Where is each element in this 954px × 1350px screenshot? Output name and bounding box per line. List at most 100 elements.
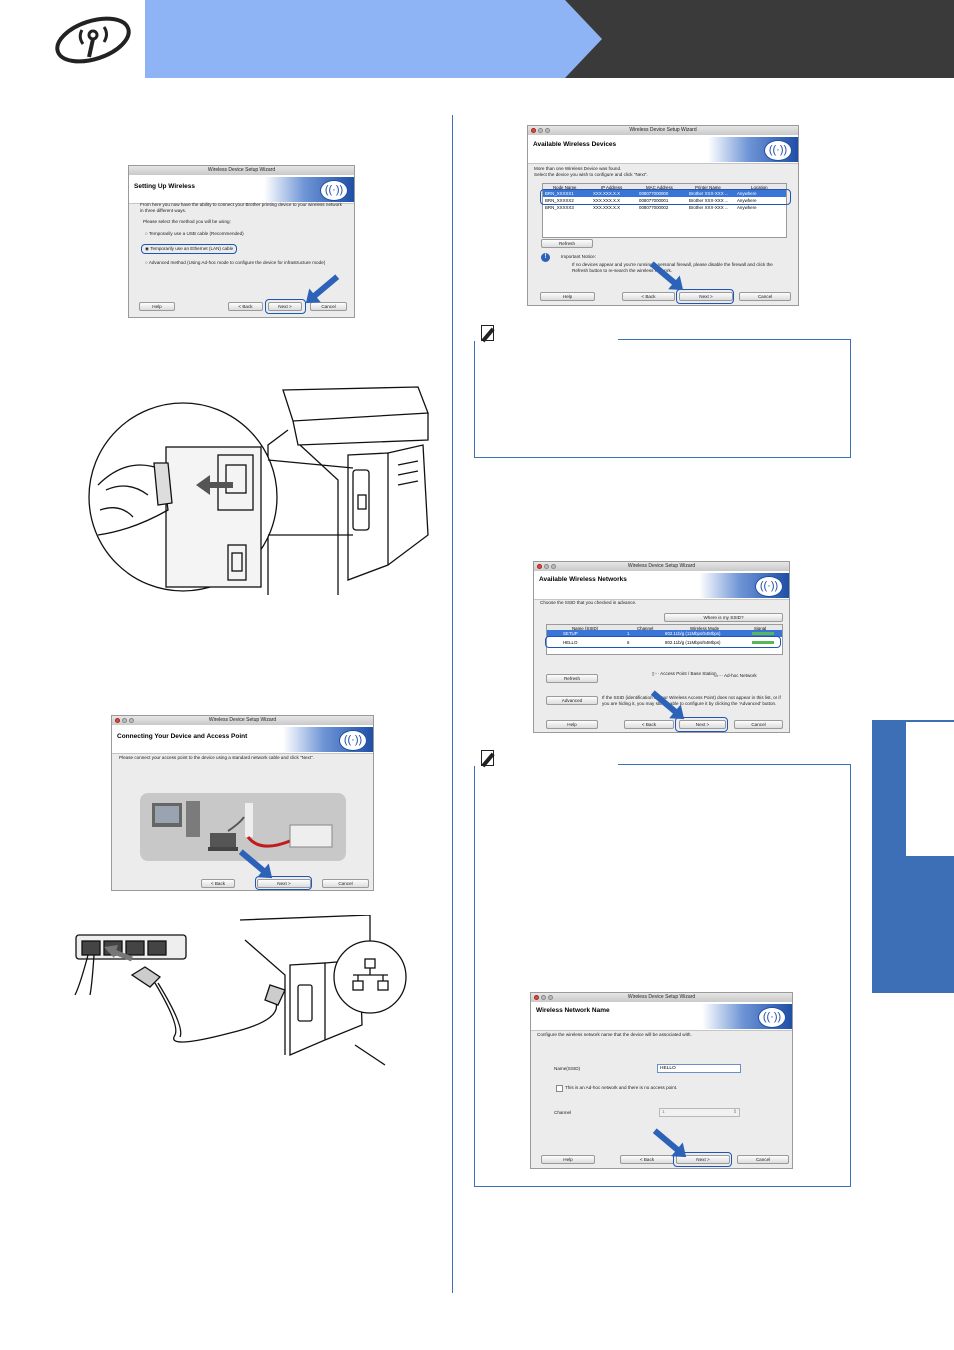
ssid-label: Name(SSID) bbox=[554, 1066, 581, 1071]
brother-wireless-logo: ((·)) bbox=[708, 137, 798, 162]
dialog-header: Connecting Your Device and Access Point … bbox=[112, 725, 373, 754]
note-box bbox=[474, 764, 851, 1187]
radio-usb[interactable]: ○ Temporarily use a USB cable (Recommend… bbox=[145, 231, 244, 236]
cancel-button[interactable]: Cancel bbox=[739, 292, 791, 301]
window-title: Wireless Device Setup Wizard bbox=[627, 563, 696, 569]
dialog-heading: Wireless Network Name bbox=[536, 1007, 610, 1014]
header-banner bbox=[0, 0, 954, 78]
cell: HELLO bbox=[563, 640, 578, 645]
cell: XXX.XXX.X.X bbox=[593, 198, 621, 203]
window-controls[interactable] bbox=[115, 718, 136, 725]
back-button[interactable]: < Back bbox=[201, 879, 235, 888]
dialog-heading: Available Wireless Devices bbox=[533, 141, 617, 148]
back-button[interactable]: < Back bbox=[620, 1155, 674, 1164]
wireless-icon: ((·)) bbox=[755, 576, 783, 597]
selection-highlight bbox=[545, 636, 781, 648]
col-channel[interactable]: Channel bbox=[637, 626, 654, 631]
back-button[interactable]: < Back bbox=[228, 302, 263, 311]
cell: 008077000001 bbox=[639, 198, 669, 203]
notice-title: Important Notice: bbox=[561, 254, 596, 259]
cancel-button[interactable]: Cancel bbox=[737, 1155, 789, 1164]
refresh-button[interactable]: Refresh bbox=[546, 674, 598, 683]
col-mac-address[interactable]: MAC Address bbox=[646, 185, 673, 190]
col-printer-name[interactable]: Printer Name bbox=[695, 185, 721, 190]
note-icon bbox=[478, 749, 498, 769]
help-button[interactable]: Help bbox=[139, 302, 175, 311]
col-ip-address[interactable]: IP Address bbox=[601, 185, 623, 190]
intro-text-1: More than one Wireless Device was found. bbox=[534, 166, 622, 171]
access-point-legend: ▯⋯ Access Point / Base Station bbox=[652, 671, 717, 676]
cancel-button[interactable]: Cancel bbox=[322, 879, 369, 888]
note-icon bbox=[478, 324, 498, 344]
brother-wireless-logo: ((·)) bbox=[283, 727, 373, 752]
help-button[interactable]: Help bbox=[540, 292, 595, 301]
adhoc-label: This is an Ad-hoc network and there is n… bbox=[565, 1085, 678, 1090]
radio-ethernet[interactable]: ◉ Temporarily use an Ethernet (LAN) cabl… bbox=[145, 246, 234, 251]
refresh-button[interactable]: Refresh bbox=[541, 239, 593, 248]
next-button[interactable]: Next > bbox=[257, 879, 311, 888]
back-button[interactable]: < Back bbox=[622, 292, 675, 301]
window-controls[interactable] bbox=[534, 995, 555, 1002]
ssid-input[interactable]: HELLO bbox=[657, 1064, 741, 1073]
radio-advanced-label: Advanced method (Using Ad-hoc mode to co… bbox=[148, 260, 326, 265]
brother-wireless-logo: ((·)) bbox=[702, 1004, 792, 1029]
wireless-icon: ((·)) bbox=[320, 180, 348, 201]
next-button[interactable]: Next > bbox=[268, 302, 302, 311]
dialog-heading: Available Wireless Networks bbox=[539, 576, 627, 583]
col-wireless-mode[interactable]: Wireless Mode bbox=[690, 626, 720, 631]
next-highlight bbox=[676, 289, 734, 304]
cell: Brother XXX-XXX ... bbox=[689, 205, 729, 210]
cell: BRN_XXXXX1 bbox=[545, 191, 574, 196]
where-is-my-ssid-button[interactable]: Where is my SSID? bbox=[664, 613, 783, 622]
help-button[interactable]: Help bbox=[541, 1155, 595, 1164]
radio-advanced[interactable]: ○ Advanced method (Using Ad-hoc mode to … bbox=[145, 260, 326, 265]
window-title: Wireless Device Setup Wizard bbox=[207, 167, 276, 173]
cell: Brother XXX-XXX ... bbox=[689, 198, 729, 203]
prompt-text: Please select the method you will be usi… bbox=[143, 219, 231, 224]
intro-text: Please connect your access point to the … bbox=[119, 755, 315, 760]
channel-value: 1 bbox=[662, 1110, 665, 1115]
cell: 802.11b/g (11Mbps/54Mbps) bbox=[665, 640, 721, 645]
col-name-ssid[interactable]: Name (SSID) bbox=[572, 626, 599, 631]
advanced-note: If the SSID (identification of your Wire… bbox=[602, 695, 781, 706]
illustration-remove-lan-port-cover bbox=[88, 386, 429, 595]
wireless-icon: ((·)) bbox=[764, 140, 792, 161]
cell: Anywhere bbox=[737, 191, 757, 196]
wizard-available-wireless-networks: Wireless Device Setup Wizard Available W… bbox=[533, 561, 790, 733]
col-location[interactable]: Location bbox=[751, 185, 768, 190]
col-signal[interactable]: Signal bbox=[754, 626, 767, 631]
next-button[interactable]: Next > bbox=[679, 292, 733, 301]
legend-text: Ad-hoc Network bbox=[723, 673, 757, 678]
cell: 802.11b/g (11Mbps/54Mbps) bbox=[665, 631, 721, 636]
dialog-header: Available Wireless Networks ((·)) bbox=[534, 571, 789, 600]
window-controls[interactable] bbox=[531, 128, 552, 135]
adhoc-checkbox[interactable] bbox=[556, 1085, 563, 1092]
next-highlight bbox=[675, 717, 728, 732]
advanced-button[interactable]: Advanced bbox=[546, 696, 598, 705]
cancel-button[interactable]: Cancel bbox=[734, 720, 783, 729]
channel-select[interactable]: 1⇕ bbox=[659, 1108, 740, 1117]
column-divider bbox=[452, 115, 453, 1293]
notice-text: If no devices appear and you're running … bbox=[572, 262, 773, 273]
col-node-name[interactable]: Node Name bbox=[553, 185, 577, 190]
intro-text: From here you now have the ability to co… bbox=[140, 202, 342, 213]
channel-label: Channel bbox=[554, 1110, 572, 1115]
legend-text: Access Point / Base Station bbox=[660, 671, 717, 676]
pointer-arrow-icon bbox=[652, 1128, 682, 1154]
pointer-arrow-icon bbox=[310, 274, 340, 300]
back-button[interactable]: < Back bbox=[624, 720, 674, 729]
window-title: Wireless Device Setup Wizard bbox=[629, 127, 697, 133]
next-highlight bbox=[673, 1152, 732, 1167]
cell: XXX.XXX.X.X bbox=[593, 205, 621, 210]
help-button[interactable]: Help bbox=[546, 720, 598, 729]
radio-usb-label: Temporarily use a USB cable (Recommended… bbox=[148, 231, 244, 236]
cell: Anywhere bbox=[737, 205, 757, 210]
cell: 008077000000 bbox=[639, 191, 669, 196]
window-controls[interactable] bbox=[537, 564, 558, 571]
brother-wireless-logo: ((·)) bbox=[264, 177, 354, 202]
